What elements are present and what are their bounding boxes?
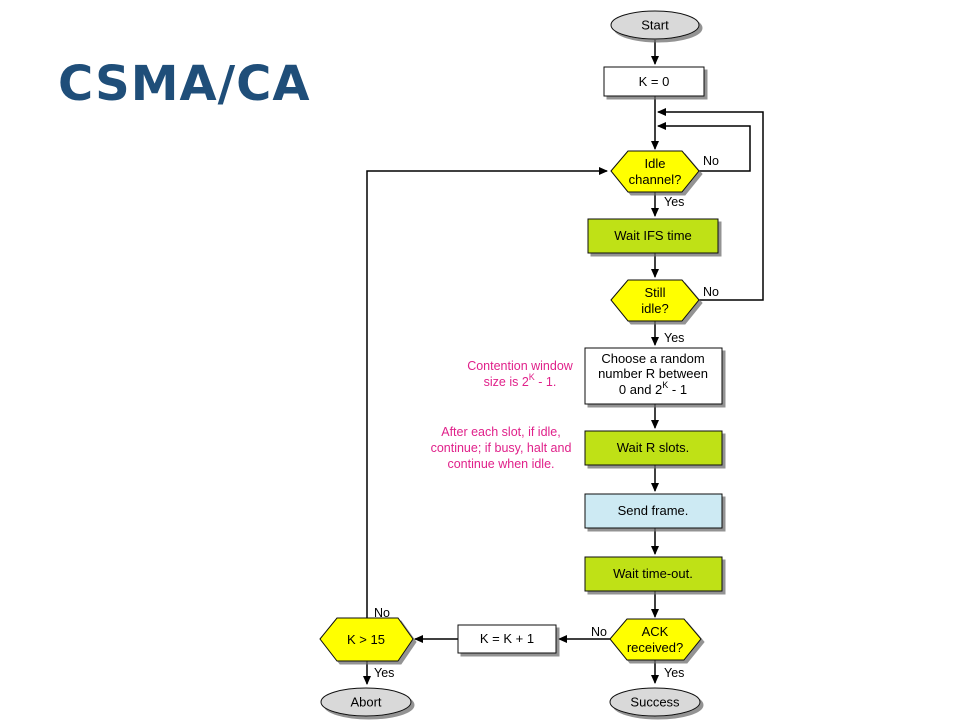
success-label: Success: [630, 695, 680, 710]
edge-label-ack-no: No: [591, 625, 607, 639]
still-idle-decision: Still idle?: [610, 279, 700, 322]
wait-timeout-box: Wait time-out.: [584, 556, 723, 592]
choose-random-line-3: 0 and 2K - 1: [619, 380, 687, 397]
still-idle-line-1: Still: [645, 285, 666, 300]
slot-rule-line-2: continue; if busy, halt and: [431, 441, 572, 455]
wait-r-slots-box: Wait R slots.: [584, 430, 723, 466]
edge-label-klimit-yes: Yes: [374, 666, 394, 680]
choose-random-line-1: Choose a random: [601, 351, 704, 366]
slide-title: CSMA/CA: [58, 56, 311, 112]
wait-ifs-box: Wait IFS time: [587, 218, 719, 254]
edge-label-still-yes: Yes: [664, 331, 684, 345]
still-idle-line-2: idle?: [641, 301, 668, 316]
idle-channel-decision: Idle channel?: [610, 150, 700, 193]
edge-label-idle-no: No: [703, 154, 719, 168]
contention-window-line-1: Contention window: [467, 359, 574, 373]
send-frame-label: Send frame.: [618, 503, 689, 518]
idle-channel-line-2: channel?: [629, 172, 682, 187]
slot-rule-line-1: After each slot, if idle,: [441, 425, 561, 439]
send-frame-box: Send frame.: [584, 493, 723, 529]
abort-label: Abort: [350, 695, 381, 710]
wait-timeout-label: Wait time-out.: [613, 566, 693, 581]
start-label: Start: [641, 18, 669, 33]
ack-received-line-2: received?: [627, 640, 683, 655]
ack-received-decision: ACK received?: [609, 618, 702, 661]
idle-channel-line-1: Idle: [645, 156, 666, 171]
init-k-box: K = 0: [603, 66, 705, 97]
start-terminal: Start: [610, 10, 700, 40]
edge-still-idle-no-loop: [657, 108, 764, 301]
contention-window-line-2: size is 2K - 1.: [484, 372, 557, 389]
k-limit-decision: K > 15: [319, 617, 414, 662]
edge-idle-no-loop: [657, 122, 751, 172]
increment-k-label: K = K + 1: [480, 631, 534, 646]
edge-label-ack-yes: Yes: [664, 666, 684, 680]
slot-rule-line-3: continue when idle.: [447, 457, 554, 471]
slot-rule-note: After each slot, if idle, continue; if b…: [431, 425, 572, 471]
flow-edges: [363, 40, 764, 685]
edge-label-idle-yes: Yes: [664, 195, 684, 209]
edge-label-klimit-no: No: [374, 606, 390, 620]
success-terminal: Success: [609, 687, 701, 717]
choose-random-box: Choose a random number R between 0 and 2…: [584, 347, 723, 405]
edge-klimit-no-loop: [366, 167, 608, 618]
abort-terminal: Abort: [320, 687, 412, 717]
ack-received-line-1: ACK: [642, 624, 669, 639]
wait-ifs-label: Wait IFS time: [614, 228, 692, 243]
edge-label-still-no: No: [703, 285, 719, 299]
contention-window-note: Contention window size is 2K - 1.: [467, 359, 574, 389]
increment-k-box: K = K + 1: [457, 624, 557, 654]
choose-random-line-2: number R between: [598, 366, 708, 381]
init-k-label: K = 0: [639, 74, 670, 89]
wait-r-slots-label: Wait R slots.: [617, 440, 689, 455]
k-limit-label: K > 15: [347, 632, 385, 647]
